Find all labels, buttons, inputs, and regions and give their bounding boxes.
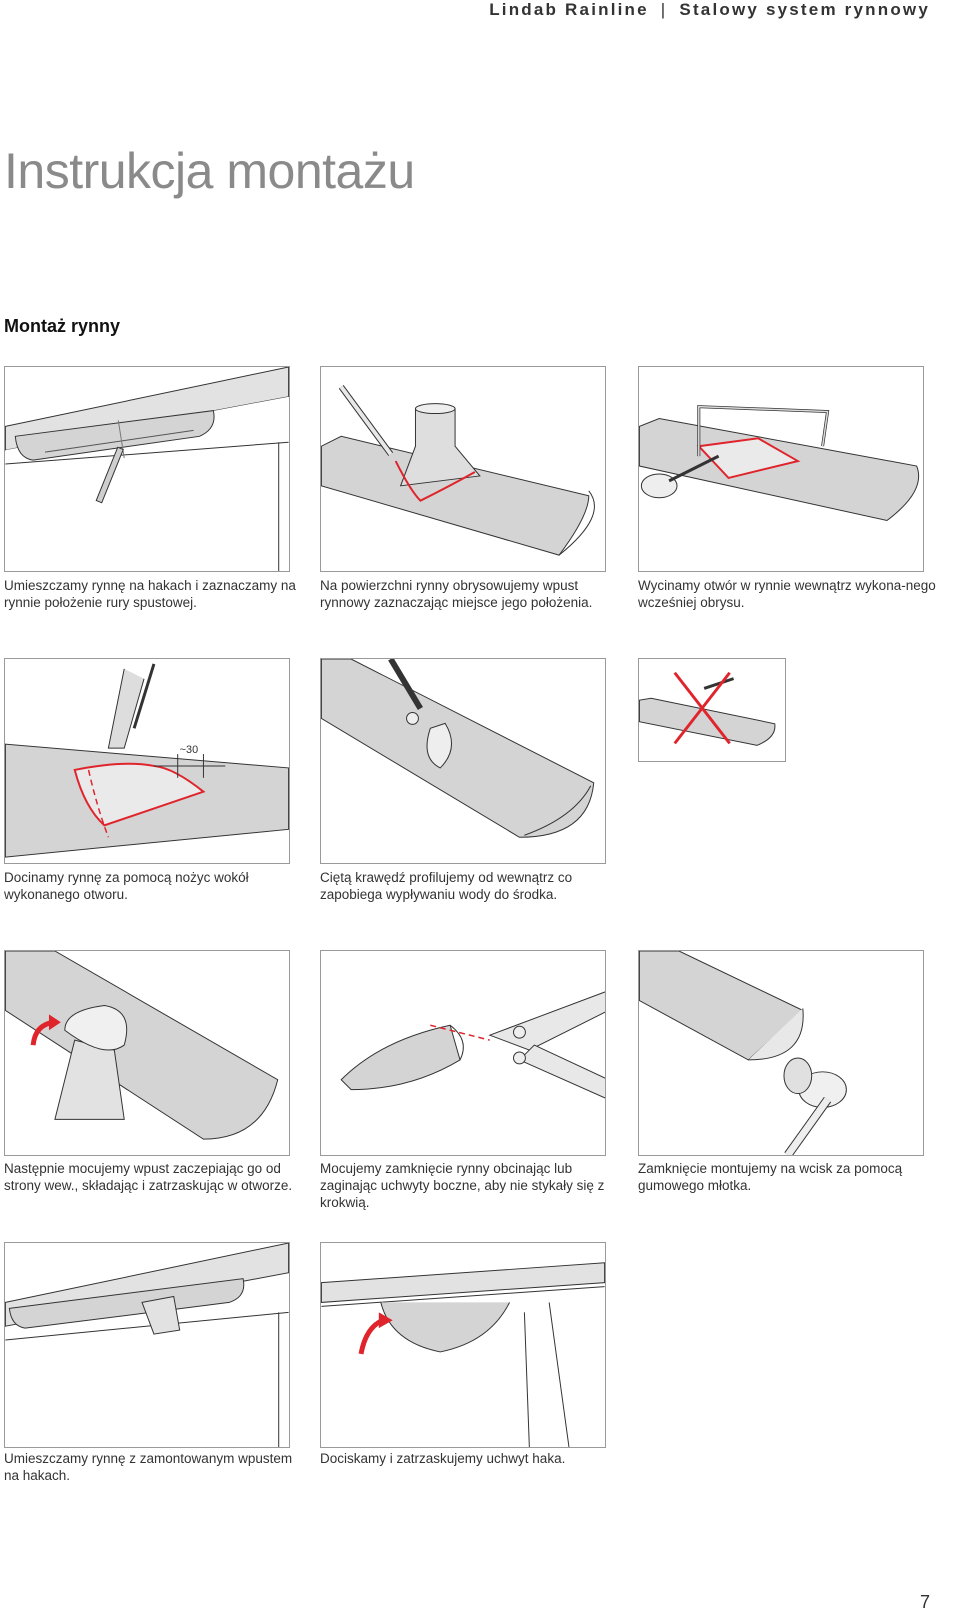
step-2-caption: Na powierzchni rynny obrysowujemy wpust … xyxy=(320,578,593,610)
step-10-caption: Dociskamy i zatrzaskujemy uchwyt haka. xyxy=(320,1451,566,1466)
step-9-caption: Umieszczamy rynnę z zamontowanym wpustem… xyxy=(4,1451,293,1483)
page-number: 7 xyxy=(919,1592,930,1612)
step-8-caption: Zamknięcie montujemy na wcisk za pomocą … xyxy=(638,1161,903,1193)
step-3-caption: Wycinamy otwór w rynnie wewnątrz wykona-… xyxy=(638,578,936,610)
page-header: Lindab Rainline | Stalowy system rynnowy xyxy=(489,0,930,20)
step-1-illustration xyxy=(4,366,290,572)
step-7-illustration xyxy=(320,950,606,1156)
step-5-wrong-method-illustration xyxy=(638,658,786,762)
page-title: Instrukcja montażu xyxy=(4,143,415,199)
step-4-illustration: ~30 xyxy=(4,658,290,864)
step-10-illustration xyxy=(320,1242,606,1448)
header-separator: | xyxy=(660,0,668,19)
step-6-caption: Następnie mocujemy wpust zaczepiając go … xyxy=(4,1161,293,1193)
step-4-caption: Docinamy rynnę za pomocą nożyc wokół wyk… xyxy=(4,870,249,902)
section-heading: Montaż rynny xyxy=(4,316,121,336)
step-3-illustration xyxy=(638,366,924,572)
step-2-illustration xyxy=(320,366,606,572)
step-7-caption: Mocujemy zamknięcie rynny obcinając lub … xyxy=(320,1161,605,1210)
step-6-illustration xyxy=(4,950,290,1156)
dimension-label: ~30 xyxy=(180,744,198,756)
step-5-caption: Ciętą krawędź profilujemy od wewnątrz co… xyxy=(320,870,573,902)
step-9-illustration xyxy=(4,1242,290,1448)
step-8-illustration xyxy=(638,950,924,1156)
brand-name: Lindab Rainline xyxy=(489,0,649,19)
series-name: Stalowy system rynnowy xyxy=(679,0,930,19)
step-5-illustration xyxy=(320,658,606,864)
step-1-caption: Umieszczamy rynnę na hakach i zaznaczamy… xyxy=(4,578,296,610)
